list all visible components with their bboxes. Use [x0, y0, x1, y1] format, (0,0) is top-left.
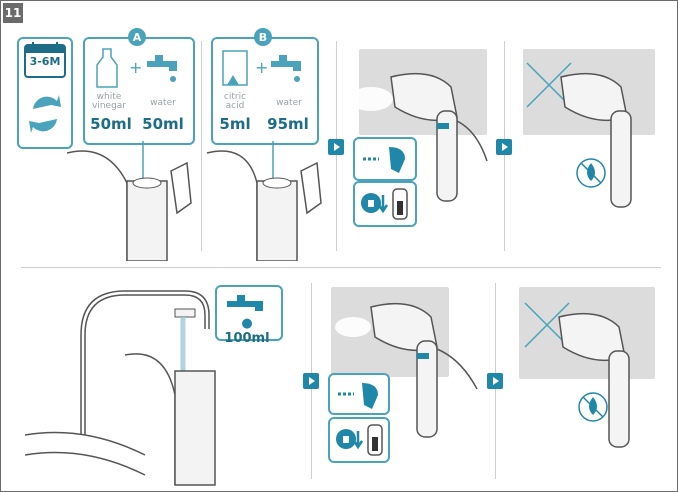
row-divider [21, 267, 661, 268]
option-a-ingredient1-name: white vinegar [92, 92, 126, 111]
water-drop-icon: ● [241, 316, 253, 331]
svg-text:+: + [255, 58, 268, 77]
calendar-icon [24, 42, 66, 133]
trigger-press-box [328, 373, 390, 415]
schedule-label: 3-6M [29, 55, 61, 68]
steamer-in-use-illustration [349, 72, 488, 202]
next-step-arrow-icon [328, 139, 344, 155]
option-a-ingredient2-amount: 50ml [142, 115, 184, 133]
schedule-box: 3-6M [17, 37, 73, 149]
option-a-badge: A [128, 28, 146, 46]
lock-switch-icon [361, 188, 408, 220]
option-b-box [211, 37, 319, 145]
rinse-water-box [215, 285, 283, 341]
option-b-ingredient1-name: citric acid [223, 92, 247, 111]
step-number: 11 [3, 3, 23, 23]
option-a-box [83, 37, 195, 145]
water-tank-illustration-b [206, 141, 322, 261]
option-b-badge: B [254, 28, 272, 46]
citric-acid-and-tap-icon: + [222, 50, 301, 86]
water-tank-illustration-a [67, 141, 192, 261]
trigger-press-icon [338, 383, 378, 409]
tap-water-icon [227, 295, 263, 311]
column-divider [201, 41, 202, 251]
next-step-arrow-icon [303, 373, 319, 389]
option-a-ingredient1-amount: 50ml [90, 115, 132, 133]
next-step-arrow-icon [496, 139, 512, 155]
rinse-under-tap-illustration [25, 290, 216, 486]
option-b-ingredient2-name: water [276, 98, 302, 108]
svg-text:+: + [129, 58, 142, 77]
option-b-ingredient1-amount: 5ml [219, 115, 251, 133]
steamer-no-steam-illustration [526, 62, 632, 208]
next-step-arrow-icon [487, 373, 503, 389]
option-a-ingredient2-name: water [150, 98, 176, 108]
lock-switch-icon [336, 424, 383, 456]
lock-switch-box [353, 181, 417, 227]
trigger-press-box [353, 137, 417, 181]
lock-switch-box [328, 417, 390, 463]
vinegar-and-tap-icon: + [96, 48, 177, 88]
steamer-no-steam-illustration [524, 302, 630, 448]
rinse-water-amount: ● 100ml [224, 316, 270, 346]
option-b-ingredient2-amount: 95ml [267, 115, 309, 133]
steamer-in-use-illustration [335, 302, 478, 438]
trigger-press-icon [363, 147, 405, 173]
